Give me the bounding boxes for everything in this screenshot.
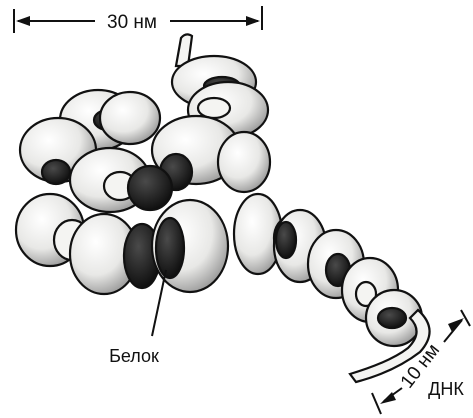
chromatin-fiber — [16, 34, 430, 382]
dna-label: ДНК — [428, 379, 464, 399]
protein-label: Белок — [109, 346, 159, 366]
nucleosome-group-front — [70, 200, 228, 294]
coil-tail — [234, 194, 430, 382]
top-dimension-label: 30 нм — [107, 12, 157, 33]
